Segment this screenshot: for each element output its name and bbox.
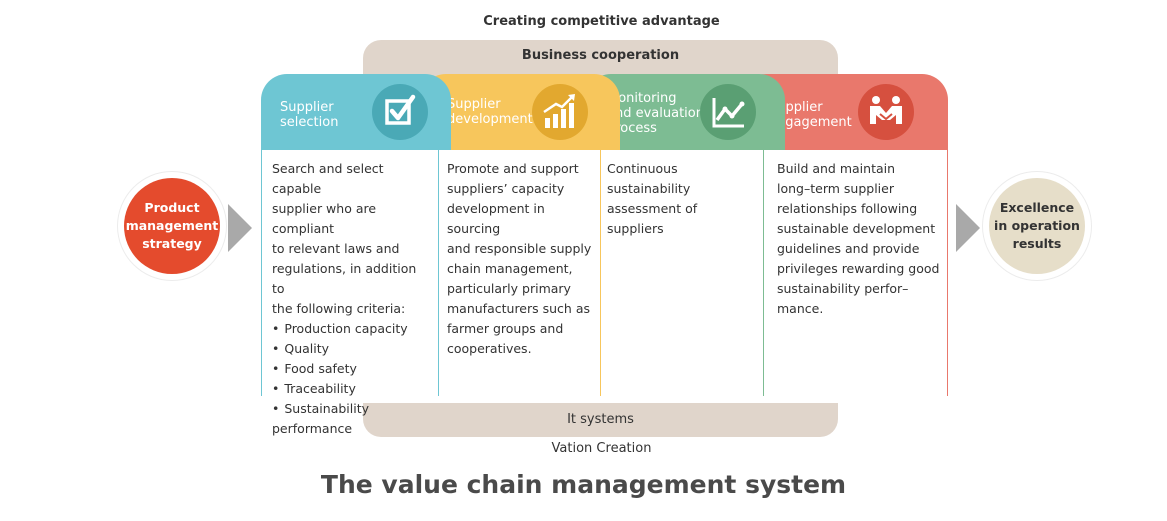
circle-line: management [125,218,219,233]
supplier-development-description: Promote and support suppliers’ capacity … [438,150,601,396]
supplier-selection-description: Search and select capable supplier who a… [261,150,438,436]
description-line: and responsible supply [447,241,592,256]
description-line: long–term supplier [777,181,894,196]
bar-chart-growth-icon [532,84,588,140]
criteria-bullet: Traceability [272,379,432,399]
description-line: Build and maintain [777,161,896,176]
tab-title-line: Supplier [280,100,334,115]
description-line: guidelines and provide [777,241,920,256]
criteria-bullet: Sustainability performance [272,399,432,439]
description-line: regulations, in addition to [272,261,417,296]
diagram-title: The value chain management system [320,470,847,499]
circle-line: strategy [142,236,202,251]
handshake-icon [858,84,914,140]
supplier-engagement-description: Build and maintain long–term supplier re… [763,150,948,396]
monitoring-evaluation-description: Continuous sustainability assessment of … [600,150,763,396]
description-line: mance. [777,301,824,316]
description-line: Promote and support [447,161,579,176]
criteria-bullet: Food safety [272,359,432,379]
checkbox-icon [372,84,428,140]
tab-title-line: process [607,121,657,136]
description-line: cooperatives. [447,341,532,356]
description-line: to relevant laws and [272,241,400,256]
product-management-strategy-circle: Product management strategy [124,178,220,274]
criteria-bullet: Production capacity [272,319,432,339]
excellence-results-circle: Excellence in operation results [989,178,1085,274]
description-line: supplier who are compliant [272,201,377,236]
circle-line: results [1012,236,1062,251]
line-chart-icon [700,84,756,140]
description-line: development in sourcing [447,201,545,236]
description-line: assessment of suppliers [607,201,698,236]
top-label: Creating competitive advantage [483,14,720,29]
tab-supplier-selection: Supplier selection [261,74,451,150]
tab-title-line: and evaluation [607,106,704,121]
bottom-label: Vation Creation [551,441,652,456]
description-line: farmer groups and [447,321,564,336]
arrow-right-icon [956,204,980,252]
description-line: Search and select capable [272,161,384,196]
description-line: manufacturers such as [447,301,590,316]
circle-line: Excellence [999,200,1075,215]
tab-title-line: development [447,112,533,127]
description-line: relationships following [777,201,918,216]
description-line: particularly primary [447,281,571,296]
description-line: chain management, [447,261,573,276]
tab-title-line: engagement [769,115,852,130]
business-cooperation-label: Business cooperation [521,48,680,63]
description-line: sustainable development [777,221,936,236]
circle-line: Product [144,200,200,215]
circle-line: in operation [994,218,1080,233]
it-systems-band: It systems [363,403,838,437]
description-line: privileges rewarding good [777,261,940,276]
description-line: sustainability perfor– [777,281,909,296]
criteria-bullet: Quality [272,339,432,359]
tab-title-line: selection [280,115,339,130]
description-line: suppliers’ capacity [447,181,565,196]
tab-title-line: Supplier [447,97,501,112]
description-line: Continuous sustainability [607,161,691,196]
description-line: the following criteria: [272,301,406,316]
arrow-right-icon [228,204,252,252]
tab-title-line: Monitoring [607,91,677,106]
tab-supplier-development: Supplier development [420,74,620,150]
